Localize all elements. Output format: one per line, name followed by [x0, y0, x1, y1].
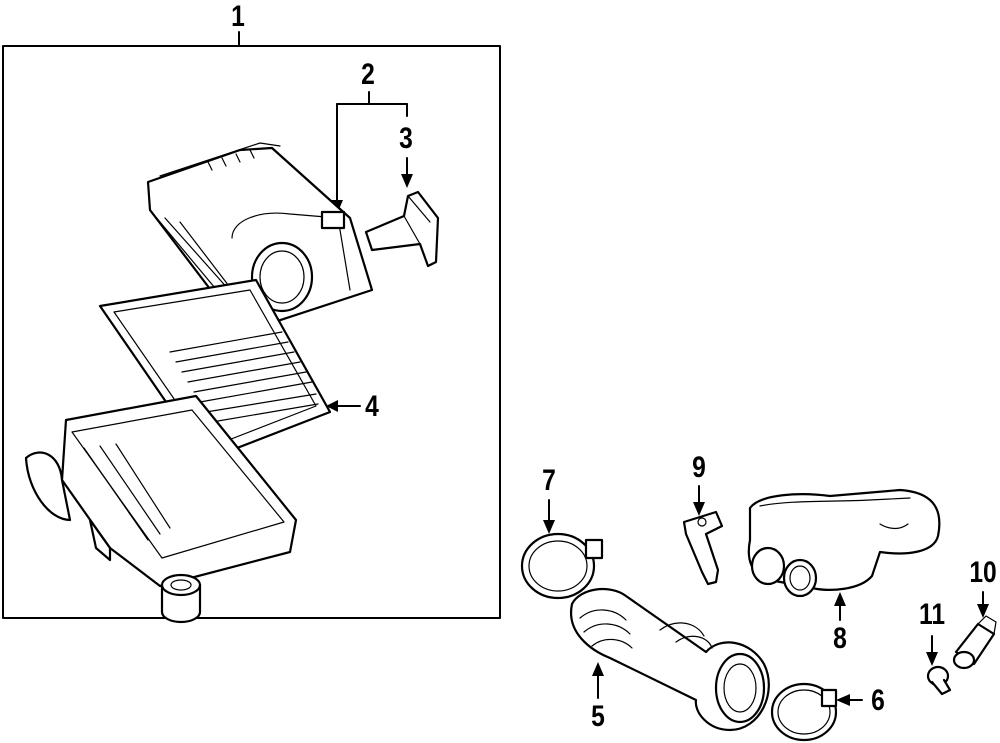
callout-2: 2	[361, 58, 375, 91]
leader-4	[326, 400, 361, 412]
leader-6	[836, 694, 863, 706]
callout-10: 10	[969, 556, 997, 589]
callout-3: 3	[399, 122, 413, 155]
callout-7: 7	[542, 464, 556, 497]
leader-8	[834, 592, 846, 621]
callout-5: 5	[591, 700, 605, 733]
maf-sensor	[364, 190, 440, 268]
clamp-6	[770, 682, 838, 742]
clip	[926, 665, 952, 696]
upper-housing	[146, 142, 374, 332]
leader-11	[926, 635, 938, 666]
leader-10	[977, 591, 989, 618]
clamp-7	[520, 532, 604, 600]
assembly-frame	[2, 45, 501, 619]
bracket	[682, 510, 724, 586]
callout-11: 11	[918, 598, 946, 631]
leader-7	[543, 499, 555, 534]
resonator	[747, 488, 941, 598]
lower-housing	[24, 394, 298, 588]
callout-1: 1	[231, 0, 245, 33]
connector	[952, 615, 997, 670]
leader-3	[401, 157, 413, 188]
grommet	[160, 573, 202, 624]
callout-8: 8	[833, 622, 847, 655]
callout-4: 4	[365, 390, 379, 423]
leader-5	[592, 662, 604, 699]
intake-hose	[569, 588, 770, 732]
leader-9	[693, 485, 705, 516]
callout-6: 6	[871, 684, 885, 717]
callout-9: 9	[692, 451, 706, 484]
